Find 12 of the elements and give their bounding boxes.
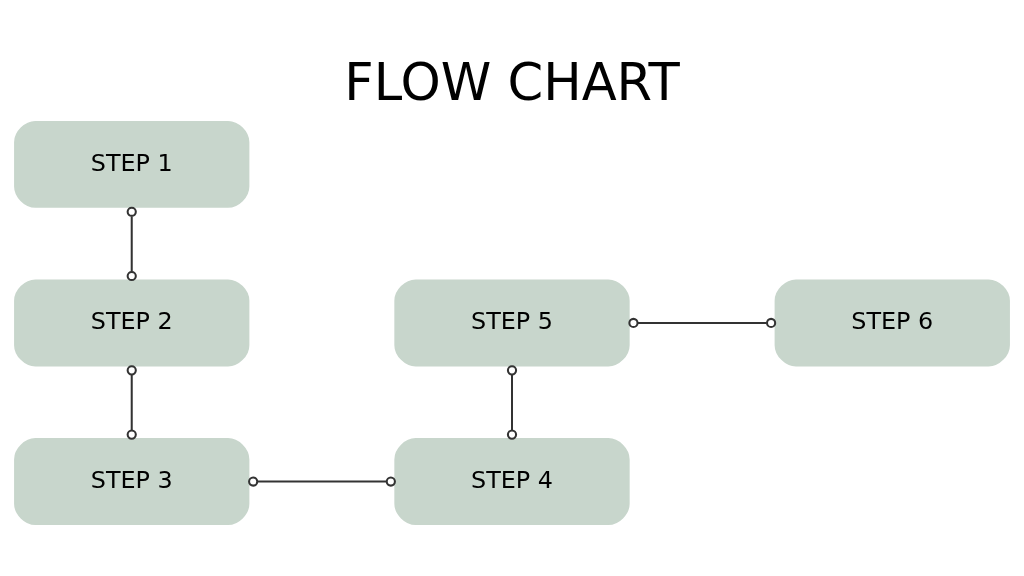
connector bbox=[126, 365, 137, 440]
connector bbox=[248, 476, 396, 487]
connector bbox=[126, 206, 137, 282]
node-box: STEP 3 bbox=[14, 438, 250, 526]
diagram-title: FLOW CHART bbox=[344, 52, 680, 112]
node-box: STEP 4 bbox=[394, 438, 630, 526]
node-box: STEP 5 bbox=[394, 279, 630, 367]
connector bbox=[506, 365, 518, 440]
node-box: STEP 2 bbox=[14, 279, 250, 367]
connector bbox=[628, 317, 777, 329]
node-box: STEP 6 bbox=[774, 279, 1010, 367]
node-box: STEP 1 bbox=[14, 120, 250, 208]
